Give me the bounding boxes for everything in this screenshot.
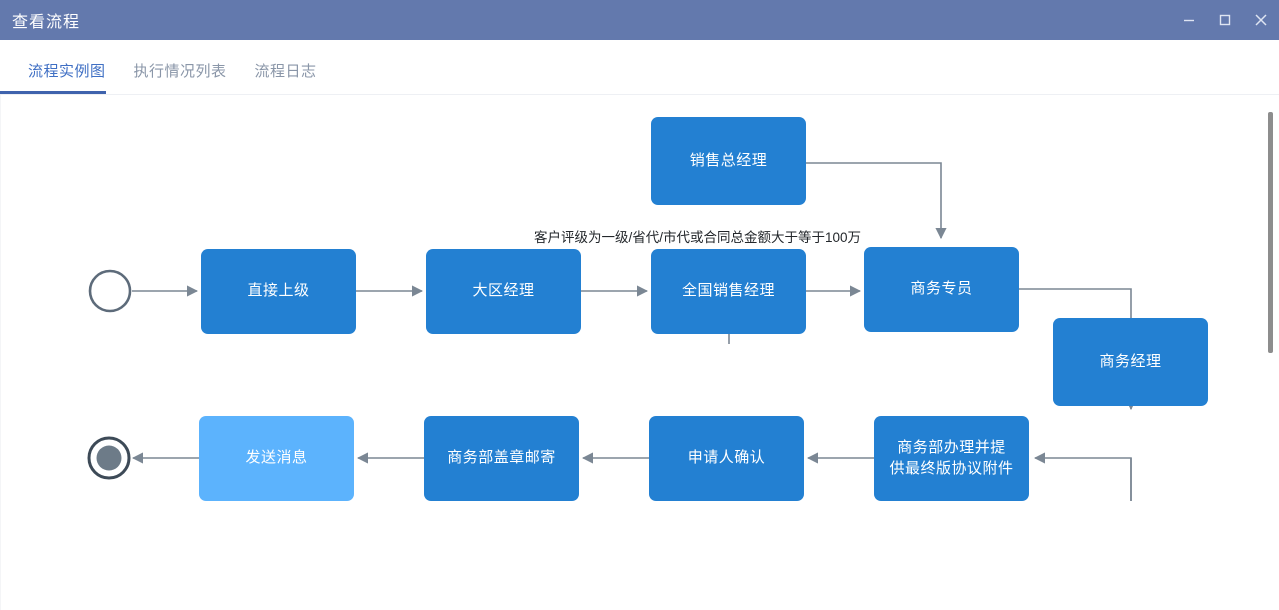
start-event-circle[interactable] xyxy=(88,269,132,313)
maximize-icon xyxy=(1219,14,1231,26)
node-business-manager[interactable]: 商务经理 xyxy=(1053,318,1208,406)
vertical-scrollbar-track[interactable] xyxy=(1267,100,1277,608)
node-business-dept-stamp-mail[interactable]: 商务部盖章邮寄 xyxy=(424,416,579,501)
edge-n6-to-n7 xyxy=(1033,452,1132,501)
flow-diagram-canvas[interactable]: 直接上级 大区经理 全国销售经理 销售总经理 商务专员 商务经理 商务部办理并提… xyxy=(0,95,1279,610)
window-title: 查看流程 xyxy=(12,14,81,31)
tabbar-separator xyxy=(0,94,1279,95)
flow-edges-layer xyxy=(87,162,1137,501)
tab-bar: 流程实例图 执行情况列表 流程日志 xyxy=(0,40,1279,94)
node-region-manager[interactable]: 大区经理 xyxy=(426,249,581,334)
edge-condition-label: 客户评级为一级/省代/市代或合同总金额大于等于100万 xyxy=(534,230,862,245)
node-send-message[interactable]: 发送消息 xyxy=(199,416,354,501)
node-direct-supervisor[interactable]: 直接上级 xyxy=(201,249,356,334)
tab-flow-log[interactable]: 流程日志 xyxy=(254,63,317,80)
window-controls xyxy=(1171,0,1279,40)
minimize-button[interactable] xyxy=(1171,0,1207,40)
tab-flow-instance-diagram[interactable]: 流程实例图 xyxy=(28,63,106,80)
close-icon xyxy=(1255,14,1267,26)
minimize-icon xyxy=(1184,19,1194,22)
window-titlebar: 查看流程 xyxy=(0,0,1279,40)
end-event-core xyxy=(96,445,122,471)
node-business-dept-final-agreement[interactable]: 商务部办理并提 供最终版协议附件 xyxy=(874,416,1029,501)
maximize-button[interactable] xyxy=(1207,0,1243,40)
vertical-scrollbar-thumb[interactable] xyxy=(1268,112,1273,353)
node-business-specialist[interactable]: 商务专员 xyxy=(864,247,1019,332)
close-button[interactable] xyxy=(1243,0,1279,40)
active-tab-underline xyxy=(14,91,106,94)
tab-execution-list[interactable]: 执行情况列表 xyxy=(133,63,227,80)
node-applicant-confirm[interactable]: 申请人确认 xyxy=(649,416,804,501)
node-sales-general-manager[interactable]: 销售总经理 xyxy=(651,117,806,205)
node-national-sales-manager[interactable]: 全国销售经理 xyxy=(651,249,806,334)
tab-underline-extension xyxy=(0,91,14,94)
edge-n4-to-n5 xyxy=(806,162,947,240)
